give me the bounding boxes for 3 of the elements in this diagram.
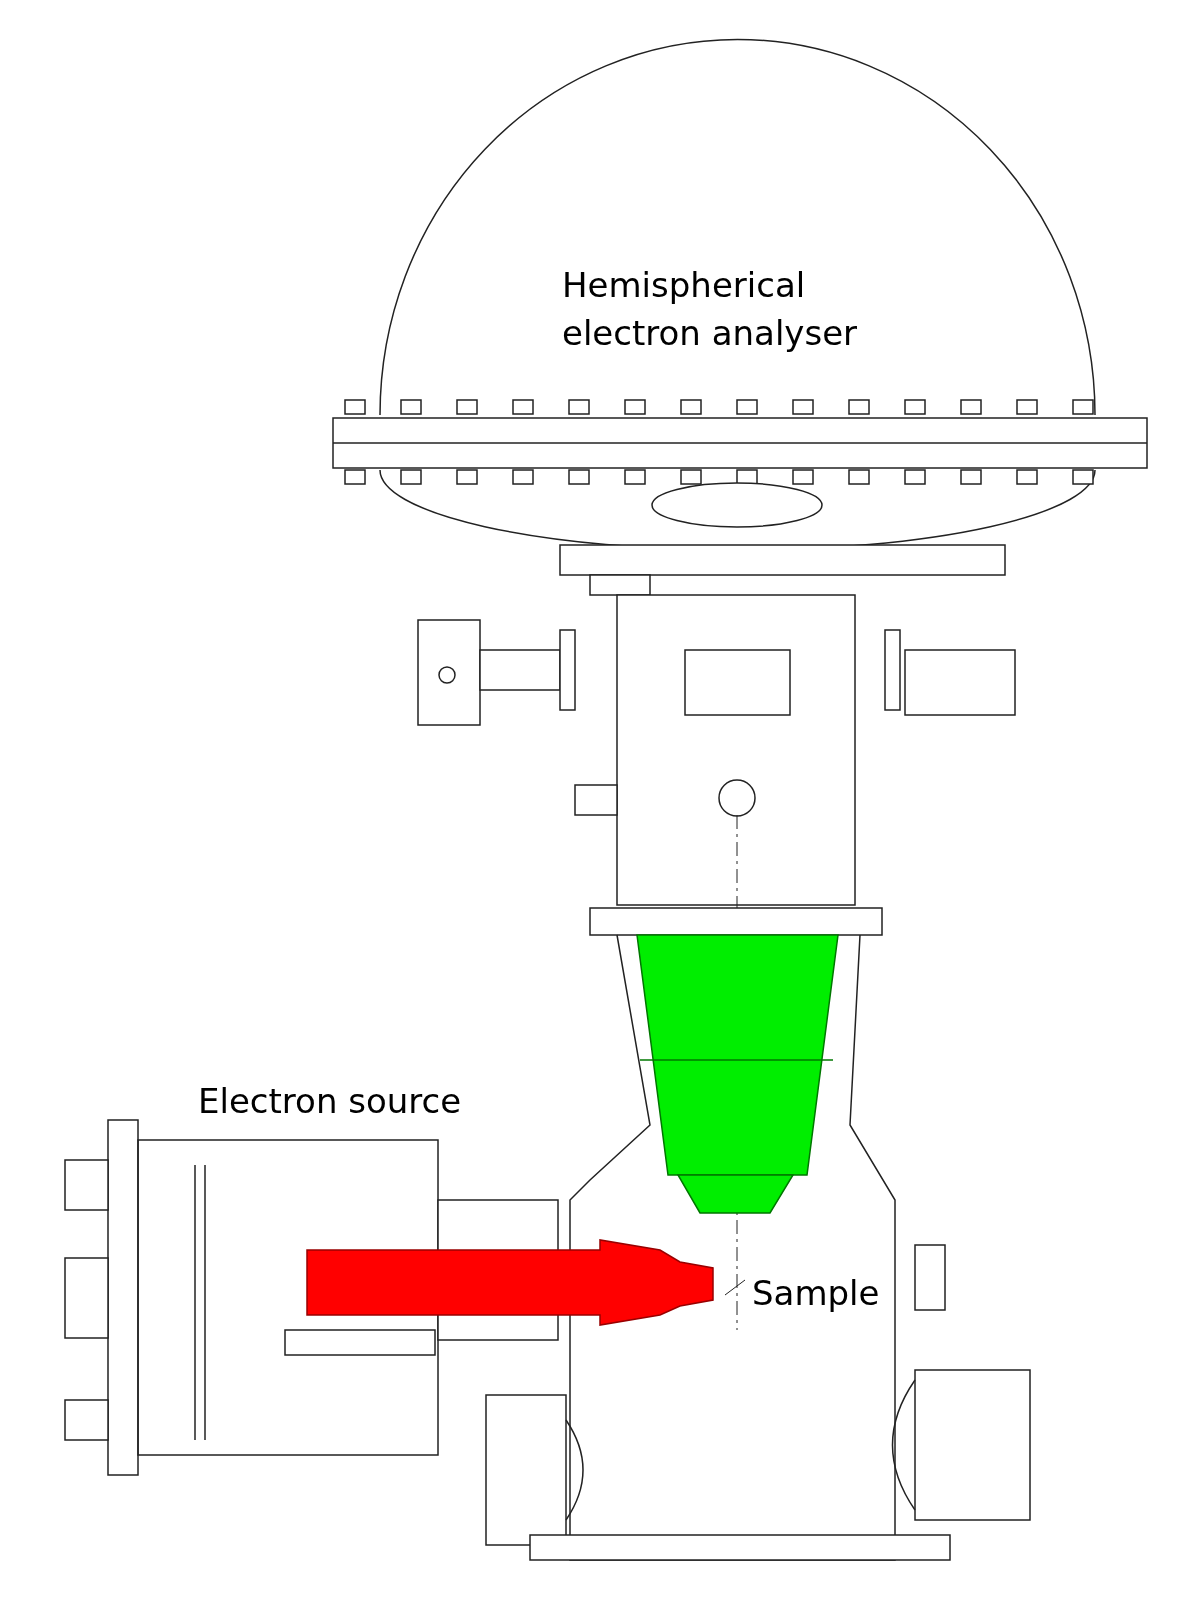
part-label: Hemispherical electron analyser bbox=[562, 264, 859, 355]
part-label: Sample bbox=[752, 1272, 880, 1315]
part-label: Electron source bbox=[198, 1080, 462, 1123]
